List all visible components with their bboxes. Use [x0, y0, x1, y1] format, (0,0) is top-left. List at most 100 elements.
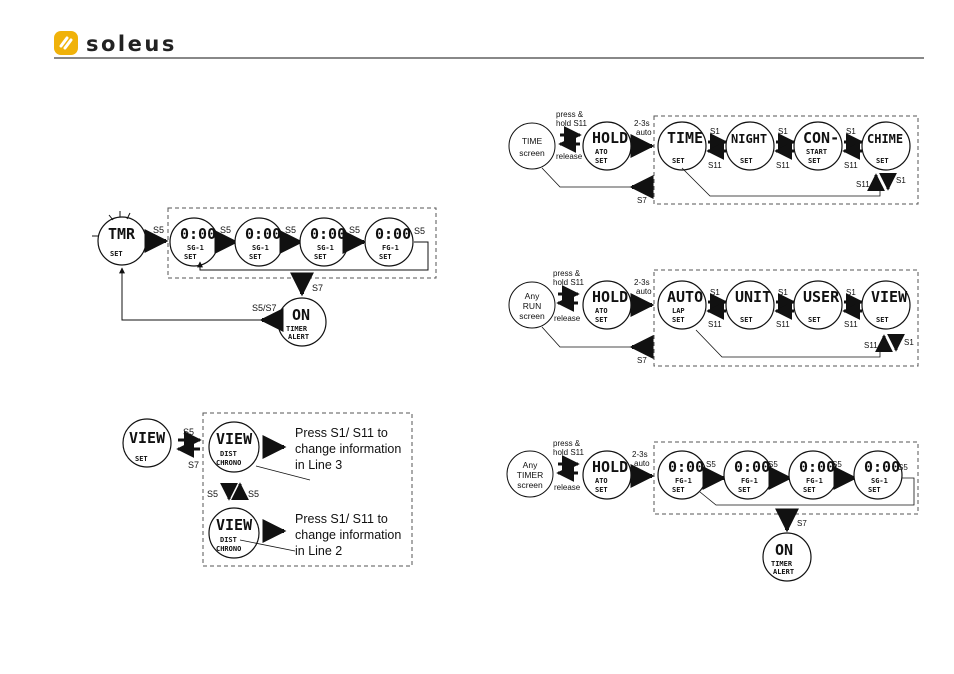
svg-text:S1: S1 — [710, 127, 720, 136]
svg-text:SG-1: SG-1 — [252, 244, 269, 252]
watch-timer-d: 0:00 FG-1 SET — [364, 217, 414, 267]
svg-text:CHRONO: CHRONO — [216, 459, 241, 467]
svg-text:S5: S5 — [832, 460, 842, 469]
svg-text:S1: S1 — [778, 288, 788, 297]
watch-timer-alert: ON TIMER ALERT — [277, 297, 327, 347]
timer-flow: TMR SET S5 0:00 SG-1 SET S5 0:00 SG-1 SE… — [92, 207, 437, 347]
watch-time: TIME SET — [657, 121, 707, 171]
svg-text:press &: press & — [556, 110, 584, 119]
svg-text:release: release — [554, 483, 581, 492]
svg-text:release: release — [556, 152, 583, 161]
svg-text:0:00: 0:00 — [310, 225, 346, 243]
svg-text:SET: SET — [740, 316, 753, 324]
svg-text:S11: S11 — [708, 161, 722, 170]
svg-text:SET: SET — [672, 486, 685, 494]
watch-user: USER SET — [793, 280, 843, 330]
svg-text:screen: screen — [517, 480, 543, 490]
svg-text:0:00: 0:00 — [375, 225, 411, 243]
svg-text:release: release — [554, 314, 581, 323]
svg-text:VIEW: VIEW — [871, 288, 908, 306]
svg-text:S11: S11 — [776, 161, 790, 170]
svg-text:TIME: TIME — [667, 129, 703, 147]
watch-timer-alert-2: ON TIMER ALERT — [762, 532, 812, 582]
svg-text:S5: S5 — [220, 225, 231, 235]
svg-text:VIEW: VIEW — [129, 429, 166, 447]
svg-text:S5: S5 — [285, 225, 296, 235]
svg-text:CHIME: CHIME — [867, 132, 903, 146]
svg-text:Any: Any — [525, 291, 540, 301]
svg-text:SET: SET — [314, 253, 327, 261]
watch-tmr: TMR SET — [92, 211, 147, 266]
watch-auto-lap: AUTO LAP SET — [657, 280, 707, 330]
svg-text:S5: S5 — [706, 460, 716, 469]
svg-text:SET: SET — [249, 253, 262, 261]
svg-text:SG-1: SG-1 — [317, 244, 334, 252]
svg-text:HOLD: HOLD — [592, 458, 628, 476]
svg-text:SG-1: SG-1 — [871, 477, 888, 485]
svg-text:SET: SET — [595, 157, 608, 165]
watch-timer-set-c: 0:00 FG-1 SET — [788, 450, 838, 500]
svg-text:CHRONO: CHRONO — [216, 545, 241, 553]
svg-text:hold S11: hold S11 — [553, 278, 585, 287]
view-flow: VIEW SET S5 S7 VIEW DIST CHRONO Press S1… — [122, 412, 413, 567]
svg-text:HOLD: HOLD — [592, 288, 628, 306]
svg-text:screen: screen — [519, 311, 545, 321]
watch-chime: CHIME SET — [861, 121, 911, 171]
note-line3-1: Press S1/ S11 to — [295, 426, 388, 440]
watch-view-1: VIEW SET — [122, 418, 172, 468]
svg-text:TIMER: TIMER — [517, 470, 543, 480]
svg-text:S7: S7 — [797, 519, 807, 528]
svg-text:ALERT: ALERT — [773, 568, 794, 576]
soleus-logo: soleus — [54, 31, 174, 56]
svg-text:hold S11: hold S11 — [553, 448, 585, 457]
svg-text:SG-1: SG-1 — [187, 244, 204, 252]
svg-text:S1: S1 — [846, 127, 856, 136]
svg-text:hold S11: hold S11 — [556, 119, 588, 128]
svg-text:S11: S11 — [776, 320, 790, 329]
svg-text:HOLD: HOLD — [592, 129, 628, 147]
timer-settings-flow: Any TIMER screen press & hold S11 releas… — [506, 439, 919, 582]
svg-text:DIST: DIST — [220, 450, 237, 458]
watch-unit: UNIT SET — [725, 280, 775, 330]
svg-text:SET: SET — [595, 486, 608, 494]
svg-text:FG-1: FG-1 — [382, 244, 399, 252]
svg-text:SET: SET — [803, 486, 816, 494]
svg-text:RUN: RUN — [523, 301, 541, 311]
svg-text:USER: USER — [803, 288, 840, 306]
svg-text:SET: SET — [868, 486, 881, 494]
svg-text:S11: S11 — [708, 320, 722, 329]
svg-text:ATO: ATO — [595, 477, 608, 485]
dashed-group-box — [653, 269, 919, 367]
svg-text:SET: SET — [379, 253, 392, 261]
svg-text:VIEW: VIEW — [216, 430, 253, 448]
svg-text:screen: screen — [519, 148, 545, 158]
note-line3-2: change information — [295, 442, 401, 456]
dashed-group-box — [202, 412, 413, 567]
svg-text:TIME: TIME — [522, 136, 543, 146]
svg-text:S5: S5 — [349, 225, 360, 235]
svg-text:S5: S5 — [768, 460, 778, 469]
svg-text:auto: auto — [636, 128, 652, 137]
svg-text:ATO: ATO — [595, 148, 608, 156]
svg-text:FG-1: FG-1 — [741, 477, 758, 485]
svg-text:S7: S7 — [637, 356, 647, 365]
svg-text:S5: S5 — [153, 225, 164, 235]
note-line2-2: change information — [295, 528, 401, 542]
svg-text:auto: auto — [636, 287, 652, 296]
svg-text:S5: S5 — [248, 489, 259, 499]
logo-mark-icon — [54, 31, 78, 55]
watch-timer-c: 0:00 SG-1 SET — [299, 217, 349, 267]
svg-text:CON-: CON- — [803, 129, 839, 147]
svg-text:ON: ON — [292, 306, 310, 324]
svg-text:S7: S7 — [312, 283, 323, 293]
note-line2-3: in Line 2 — [295, 544, 342, 558]
svg-text:Any: Any — [523, 460, 538, 470]
svg-text:LAP: LAP — [672, 307, 685, 315]
svg-text:TIMER: TIMER — [286, 325, 308, 333]
svg-text:S1: S1 — [896, 176, 906, 185]
svg-text:ATO: ATO — [595, 307, 608, 315]
svg-text:S1: S1 — [904, 338, 914, 347]
svg-text:S11: S11 — [844, 320, 858, 329]
svg-text:2-3s: 2-3s — [634, 119, 650, 128]
svg-text:S5: S5 — [183, 427, 194, 437]
